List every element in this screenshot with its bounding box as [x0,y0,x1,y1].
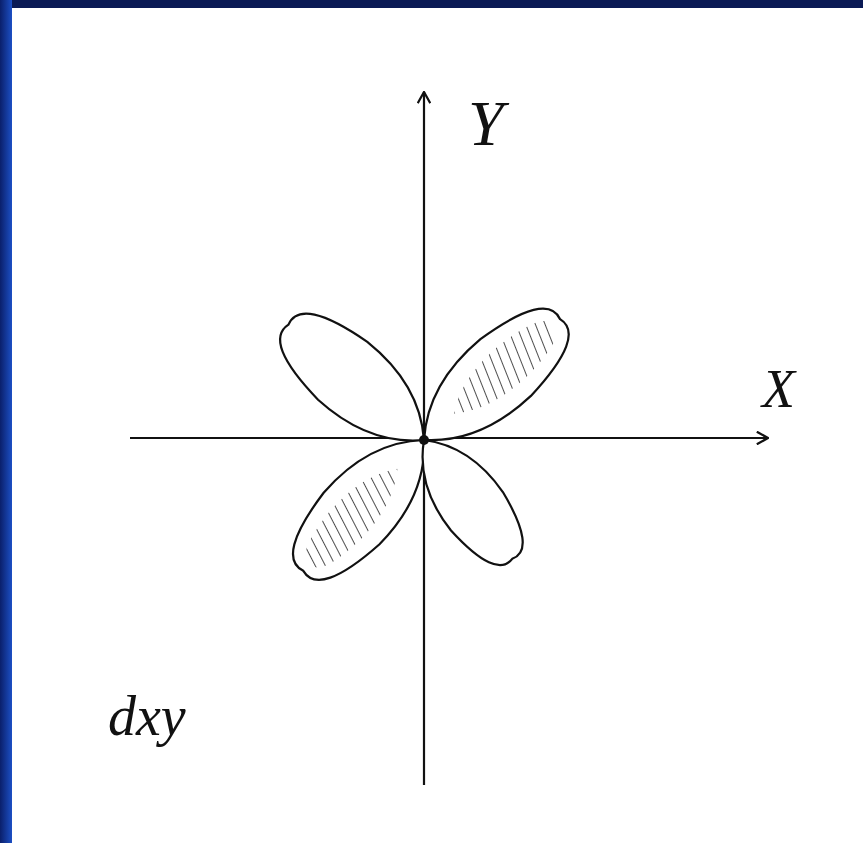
top-band [0,0,863,8]
lobe-outline [399,290,586,468]
lobe-outline [275,414,452,597]
lobe-outline [398,421,539,579]
orbital-lobe [399,290,586,468]
lobe-hatching [295,455,413,578]
lobes [263,290,586,597]
lobe-outline [263,295,449,469]
side-band [0,0,12,843]
origin-dot [419,435,429,445]
axis-label: Y [468,92,504,156]
axis-label: X [762,362,795,416]
orbital-lobe [275,414,452,597]
orbital-label: dxy [108,688,186,744]
orbital-lobe [263,295,449,469]
lobe-hatching [440,310,566,429]
orbital-lobe [398,421,539,579]
